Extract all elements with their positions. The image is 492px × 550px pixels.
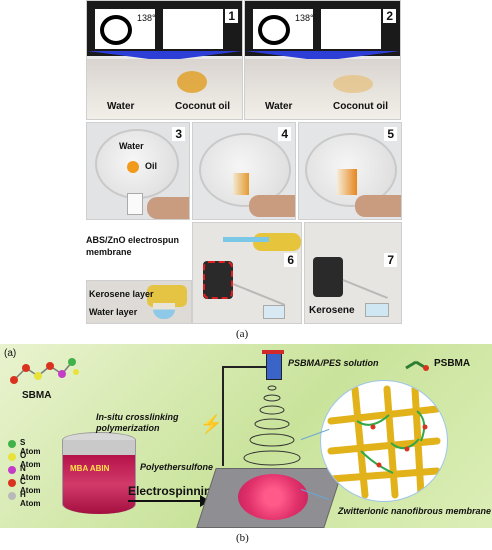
- photo-2: 138° 2 Water Coconut oil: [244, 0, 401, 120]
- reaction-beaker: MBA ABIN: [62, 432, 136, 518]
- oil-label: Oil: [145, 161, 158, 171]
- panel-b-tag: (a): [4, 348, 17, 359]
- process-label: Electrospinning: [128, 484, 219, 498]
- contact-angle-label: 138°: [295, 13, 314, 23]
- jet-spiral: [243, 385, 301, 466]
- kerosene-label: Kerosene: [309, 305, 355, 316]
- n-atom-dot: [8, 466, 16, 474]
- photo-7: 7 Kerosene: [304, 222, 402, 324]
- water-droplet: [100, 15, 132, 45]
- photo-number: 4: [278, 127, 291, 141]
- polymer-label: Polyethersulfone: [140, 462, 214, 472]
- water-layer-label: Water layer: [89, 307, 138, 317]
- solution-label: PSBMA/PES solution: [288, 358, 379, 368]
- water-label: Water: [265, 101, 293, 112]
- zoom-membrane: [320, 380, 448, 502]
- water-droplet: [258, 15, 290, 45]
- membrane-label: ABS/ZnO electrospun membrane: [86, 235, 180, 257]
- oil-label: Coconut oil: [175, 101, 230, 112]
- photo-number: 3: [172, 127, 185, 141]
- psbma-legend-icon: [405, 360, 429, 371]
- syringe-needle: [266, 352, 282, 380]
- psbma-legend-label: PSBMA: [434, 358, 471, 369]
- oil-drop: [127, 161, 139, 173]
- water-label: Water: [107, 101, 135, 112]
- panel-a-caption: (a): [236, 328, 249, 340]
- water-label: Water: [119, 141, 144, 151]
- photo-5: 5: [298, 122, 402, 220]
- photo-number: 7: [384, 253, 397, 267]
- h-atom-dot: [8, 492, 16, 500]
- oil-label: Coconut oil: [333, 101, 388, 112]
- membrane-callout: ABS/ZnO electrospun membrane: [86, 234, 190, 274]
- oil-stain: [333, 75, 373, 93]
- photo-number: 2: [383, 9, 396, 23]
- funnel-stand: [313, 257, 343, 297]
- membrane-sample: [233, 173, 249, 195]
- process-arrow: [128, 500, 202, 502]
- contact-angle-label: 138°: [137, 13, 156, 23]
- photo-number: 1: [225, 9, 238, 23]
- monomer-label: SBMA: [22, 390, 52, 401]
- o-atom-dot: [8, 453, 16, 461]
- product-label: Zwitterionic nanofibrous membrane: [338, 506, 492, 516]
- syringe: [223, 237, 269, 242]
- s-atom-dot: [8, 440, 16, 448]
- nanofiber-deposit: [238, 474, 308, 520]
- photo-number: 5: [384, 127, 397, 141]
- reagents-label: MBA ABIN: [70, 464, 110, 473]
- c-atom-dot: [8, 479, 16, 487]
- sbma-molecule: [10, 358, 79, 384]
- lightning-icon: ⚡: [200, 414, 223, 434]
- membrane-sample: [337, 169, 357, 195]
- inset-layers: Kerosene layer Water layer: [86, 280, 192, 324]
- step1-label: In-situ crosslinking polymerization: [96, 412, 179, 433]
- photo-3: Water Oil 3: [86, 122, 190, 220]
- panel-b: (a) SBMA S Atom O Atom N Atom C Atom H A…: [0, 344, 492, 528]
- panel-b-caption: (b): [236, 532, 249, 544]
- oil-stain: [177, 71, 207, 93]
- photo-number: 6: [284, 253, 297, 267]
- photo-1: 138° 1 Water Coconut oil: [86, 0, 243, 120]
- photo-6: 6: [192, 222, 302, 324]
- photo-4: 4: [192, 122, 296, 220]
- funnel-stand: [203, 261, 233, 299]
- kerosene-layer-label: Kerosene layer: [89, 289, 154, 299]
